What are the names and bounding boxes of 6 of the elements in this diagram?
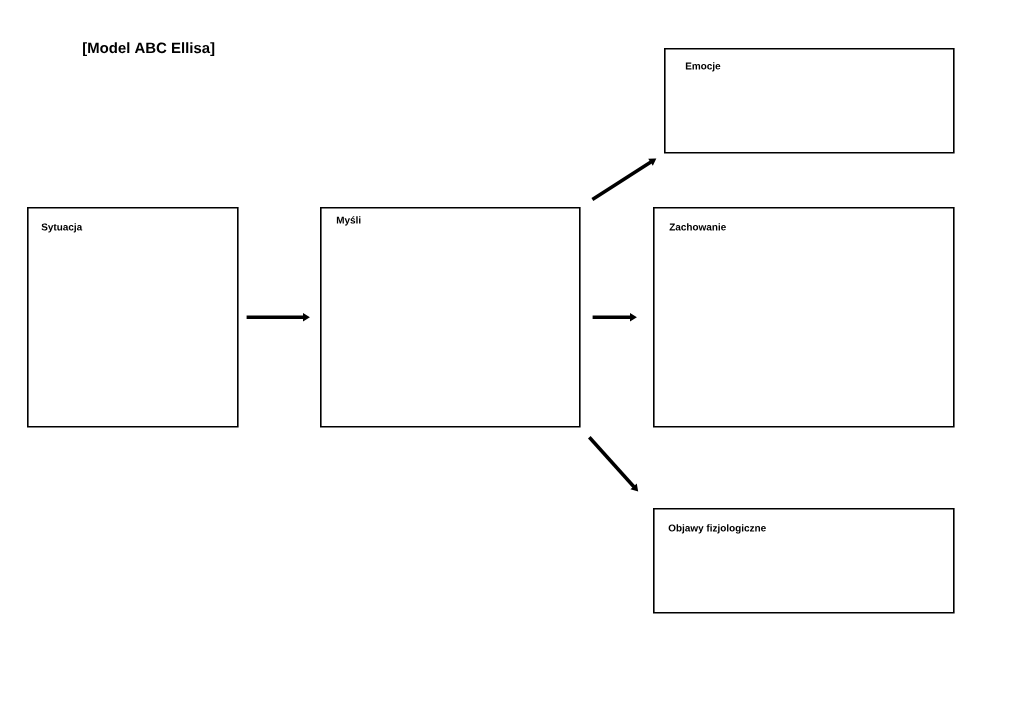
text-box: Objawy fizjologiczne [653,508,955,614]
title: [Model ABC Ellisa] [83,42,215,57]
text-box: Sytuacja [27,207,239,428]
text-box: Myśli [320,207,581,428]
text-box: Zachowanie [653,207,955,428]
text-box: Emocje [664,48,955,154]
